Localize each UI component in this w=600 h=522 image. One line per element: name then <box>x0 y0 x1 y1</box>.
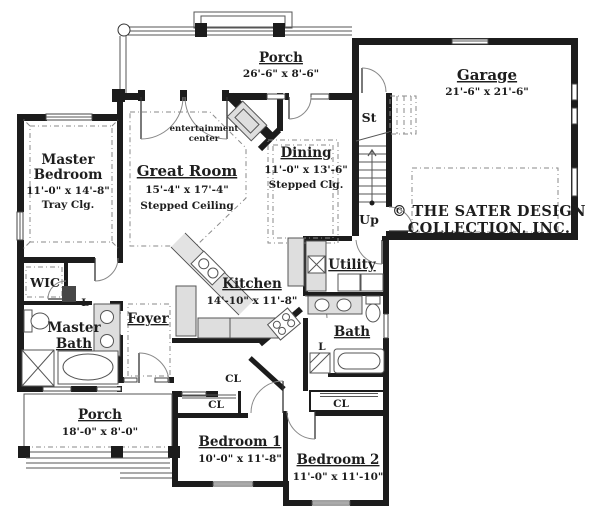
bath-fixtures <box>307 295 385 374</box>
label-closet-hall: CL <box>225 373 241 385</box>
utility-fixtures <box>305 240 384 292</box>
room-note-dining: Stepped Clg. <box>269 179 344 191</box>
room-label-bedroom-2: Bedroom 2 <box>297 452 380 468</box>
copyright-line-2: COLLECTION, INC. <box>408 220 571 237</box>
dryer <box>360 273 384 292</box>
lower-porch-structure <box>18 393 180 479</box>
label-linen-bath: L <box>318 341 326 353</box>
room-label-wic: WIC <box>29 275 60 290</box>
label-stairs-up: Up <box>359 212 379 227</box>
room-dims-bedroom-1: 10'-0" x 11'-8" <box>198 453 282 465</box>
room-dims-garage: 21'-6" x 21'-6" <box>445 86 529 98</box>
room-label-master-bath-1: Master <box>47 320 101 336</box>
room-dims-porch-lower: 18'-0" x 8'-0" <box>62 426 138 438</box>
bathtub <box>57 350 119 385</box>
room-label-bath: Bath <box>334 324 370 340</box>
room-note-master-bedroom: Tray Clg. <box>42 199 95 211</box>
room-dims-kitchen: 14'-10" x 11'-8" <box>207 295 298 307</box>
master-bath-fixtures <box>21 286 121 387</box>
room-labels: Porch 26'-6" x 8'-6" Garage 21'-6" x 21'… <box>26 50 586 483</box>
range <box>266 307 302 341</box>
room-label-dining: Dining <box>280 145 332 161</box>
upper-porch-structure <box>117 11 352 93</box>
room-label-foyer: Foyer <box>127 311 169 327</box>
porch-round-column <box>117 23 131 37</box>
label-entertainment-center-1: entertainment <box>170 124 239 134</box>
porch-column <box>273 23 285 37</box>
room-label-utility: Utility <box>328 257 377 273</box>
label-entertainment-center-2: center <box>189 134 220 144</box>
entertainment-center-unit <box>226 100 268 142</box>
room-label-great-room: Great Room <box>137 162 238 180</box>
linen-closet <box>62 286 76 302</box>
room-label-master-bath-2: Bath <box>56 336 92 352</box>
label-linen-master: L <box>81 297 89 309</box>
room-dims-porch-upper: 26'-6" x 8'-6" <box>243 68 319 80</box>
copyright-line-1: © THE SATER DESIGN <box>392 203 586 220</box>
porch-column <box>195 23 207 37</box>
porch-column <box>111 446 123 458</box>
label-closet-bedroom-1: CL <box>208 399 224 411</box>
room-label-porch-upper: Porch <box>259 50 303 66</box>
washer <box>337 273 361 292</box>
toilet <box>365 295 381 305</box>
porch-column <box>18 446 30 458</box>
room-label-bedroom-1: Bedroom 1 <box>199 434 282 450</box>
staircase <box>355 131 390 206</box>
windows <box>16 38 578 506</box>
refrigerator <box>197 317 231 339</box>
label-closet-bedroom-2: CL <box>333 398 349 410</box>
kitchen-sink <box>190 250 226 286</box>
room-label-master-bedroom-1: Master <box>41 152 95 168</box>
kitchen-fixtures <box>170 232 305 341</box>
room-label-kitchen: Kitchen <box>222 276 282 292</box>
bathtub <box>333 348 385 374</box>
label-stairs-st: St <box>362 110 377 125</box>
room-label-garage: Garage <box>457 66 517 84</box>
room-dims-great-room: 15'-4" x 17'-4" <box>145 184 229 196</box>
room-dims-bedroom-2: 11'-0" x 11'-10" <box>293 471 384 483</box>
room-label-master-bedroom-2: Bedroom <box>34 167 103 183</box>
room-label-porch-lower: Porch <box>78 407 122 423</box>
room-dims-master-bedroom: 11'-0" x 14'-8" <box>26 185 110 197</box>
room-dims-dining: 11'-0" x 13'-6" <box>264 164 348 176</box>
room-note-great-room: Stepped Ceiling <box>140 200 234 212</box>
porch-column <box>168 446 180 458</box>
